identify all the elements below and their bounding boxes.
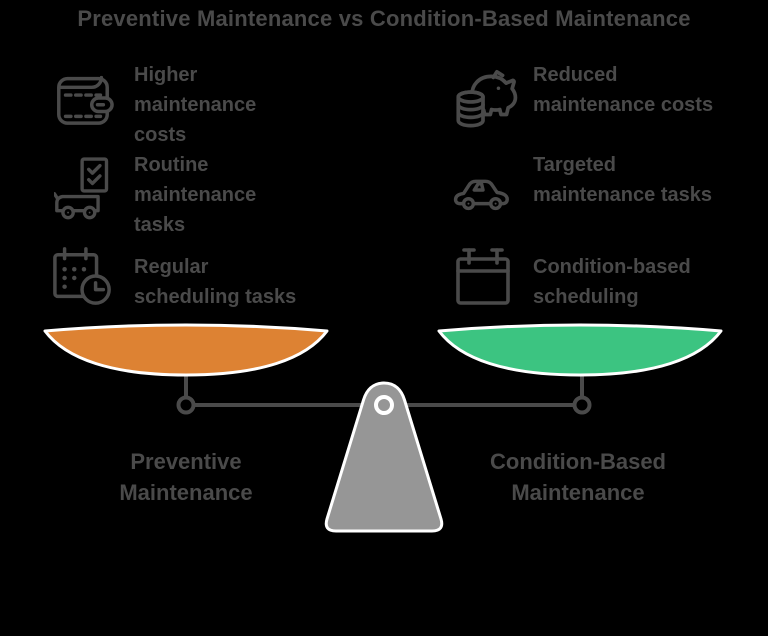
feature-text: Regular scheduling tasks — [134, 256, 297, 308]
feature-text: Routine maintenance tasks — [134, 154, 257, 236]
feature-text: Condition-based scheduling — [533, 256, 691, 308]
page-title: Preventive Maintenance vs Condition-Base… — [77, 6, 691, 31]
feature-routine-tasks: Routine maintenance tasks — [54, 154, 256, 236]
fulcrum-pivot-hole — [374, 395, 394, 415]
feature-regular-scheduling: Regular scheduling tasks — [52, 246, 296, 308]
right-pan-label: Condition-Based Maintenance — [490, 449, 666, 505]
feature-higher-costs: Higher maintenance costs — [52, 64, 256, 146]
calendar-icon — [456, 248, 510, 305]
right-scale-pan — [437, 323, 723, 377]
piggy-bank-savings-icon — [456, 69, 518, 128]
feature-text: Targeted maintenance tasks — [533, 154, 712, 206]
fulcrum — [324, 381, 444, 533]
left-beam-joint — [176, 395, 196, 415]
feature-reduced-costs: Reduced maintenance costs — [448, 64, 713, 130]
feature-text: Reduced maintenance costs — [533, 64, 714, 116]
left-pan-label: Preventive Maintenance — [119, 449, 253, 505]
balance-scale — [43, 323, 723, 533]
wallet-icon — [57, 75, 114, 125]
car-icon — [453, 179, 509, 211]
left-scale-pan — [43, 323, 329, 377]
calendar-clock-icon — [53, 247, 111, 305]
right-beam-joint — [572, 395, 592, 415]
car-checklist-icon — [54, 157, 109, 220]
feature-targeted-tasks: Targeted maintenance tasks — [452, 154, 712, 214]
feature-text: Higher maintenance costs — [134, 64, 257, 146]
feature-condition-scheduling: Condition-based scheduling — [452, 246, 691, 310]
